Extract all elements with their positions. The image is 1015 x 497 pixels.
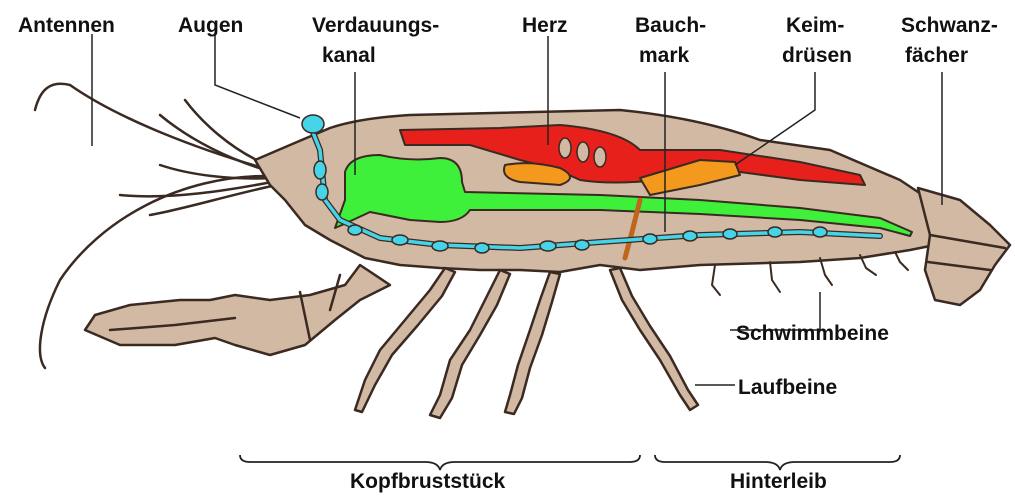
tail-fan [918,188,1010,305]
label-augen: Augen [178,14,243,38]
label-schwanzfaecher-line1: Schwanz- [901,14,998,38]
label-keimdruesen-line1: Keim- [786,14,844,38]
label-kopfbruststueck: Kopfbruststück [350,470,505,494]
label-herz: Herz [522,14,568,38]
label-antennen: Antennen [18,14,115,38]
walking-legs [355,268,698,418]
claw [85,265,390,355]
label-schwanzfaecher-line2: fächer [905,44,968,68]
label-schwimmbeine: Schwimmbeine [736,322,889,346]
label-verdauungskanal-line2: kanal [322,44,376,68]
label-verdauungskanal-line1: Verdauungs- [312,14,439,38]
label-hinterleib: Hinterleib [730,470,827,494]
label-bauchmark-line2: mark [639,44,689,68]
section-braces [240,455,900,470]
label-laufbeine: Laufbeine [738,376,837,400]
label-keimdruesen-line2: drüsen [782,44,852,68]
label-bauchmark-line1: Bauch- [635,14,706,38]
